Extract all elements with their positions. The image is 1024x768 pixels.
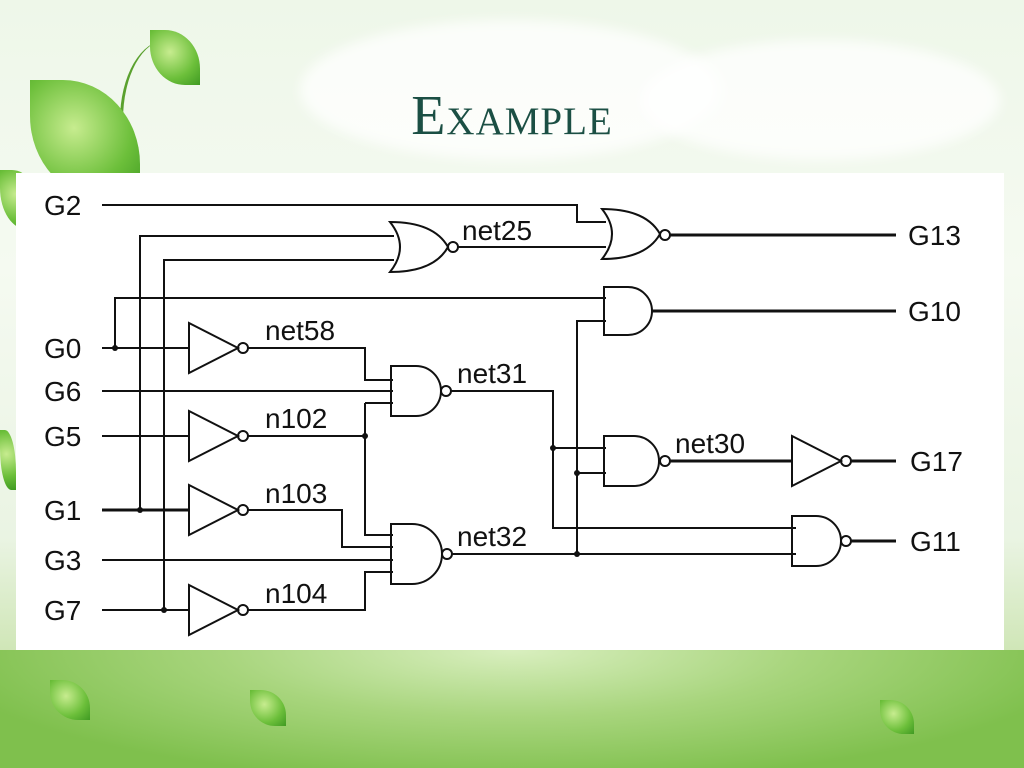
net-label-n102: n102 — [265, 403, 327, 434]
junction-dot — [574, 470, 580, 476]
slide-title: Example — [411, 85, 613, 147]
nand-gate-net32 — [390, 523, 443, 585]
inverter-net58 — [188, 321, 241, 375]
output-label-g10: G10 — [908, 296, 961, 327]
nand-gate-net31 — [390, 365, 442, 417]
input-label-g5: G5 — [44, 421, 81, 452]
input-label-g7: G7 — [44, 595, 81, 626]
and-gate-net30 — [603, 435, 660, 487]
circuit-panel: G2 G0 G6 G5 G1 G3 G7 G13 G10 G17 G11 net… — [16, 173, 1004, 650]
grass-hill — [0, 650, 1024, 768]
net-label-net58: net58 — [265, 315, 335, 346]
nand-bubble-net31 — [440, 385, 452, 397]
background-cloud — [640, 40, 1000, 160]
junction-dot — [550, 445, 556, 451]
junction-dot — [362, 433, 368, 439]
and-gate-g10 — [603, 286, 653, 336]
input-label-g0: G0 — [44, 333, 81, 364]
nor-bubble-net25 — [447, 241, 459, 253]
input-label-g2: G2 — [44, 190, 81, 221]
net-label-net30: net30 — [675, 428, 745, 459]
input-label-g1: G1 — [44, 495, 81, 526]
nor-bubble-g13 — [659, 229, 671, 241]
inverter-n102 — [188, 409, 241, 463]
net-label-net31: net31 — [457, 358, 527, 389]
net-label-net32: net32 — [457, 521, 527, 552]
junction-dot — [574, 551, 580, 557]
inverter-n104 — [188, 583, 241, 637]
junction-dot — [112, 345, 118, 351]
and-bubble-net30 — [659, 455, 671, 467]
junction-dot — [137, 507, 143, 513]
net-label-n104: n104 — [265, 578, 327, 609]
logic-circuit-diagram: G2 G0 G6 G5 G1 G3 G7 G13 G10 G17 G11 net… — [44, 190, 963, 637]
output-label-g17: G17 — [910, 446, 963, 477]
net-label-n103: n103 — [265, 478, 327, 509]
input-label-g6: G6 — [44, 376, 81, 407]
nand-bubble-g11 — [840, 535, 852, 547]
nand-gate-g11 — [791, 515, 842, 567]
junction-dot — [161, 607, 167, 613]
nand-bubble-net32 — [441, 548, 453, 560]
net-label-net25: net25 — [462, 215, 532, 246]
output-label-g13: G13 — [908, 220, 961, 251]
output-label-g11: G11 — [910, 526, 961, 557]
inverter-g17 — [791, 434, 844, 488]
input-label-g3: G3 — [44, 545, 81, 576]
nor-gate-net25 — [387, 220, 450, 274]
nor-gate-g13 — [599, 207, 662, 261]
leaf-decoration — [0, 430, 16, 490]
inverter-n103 — [188, 483, 241, 537]
